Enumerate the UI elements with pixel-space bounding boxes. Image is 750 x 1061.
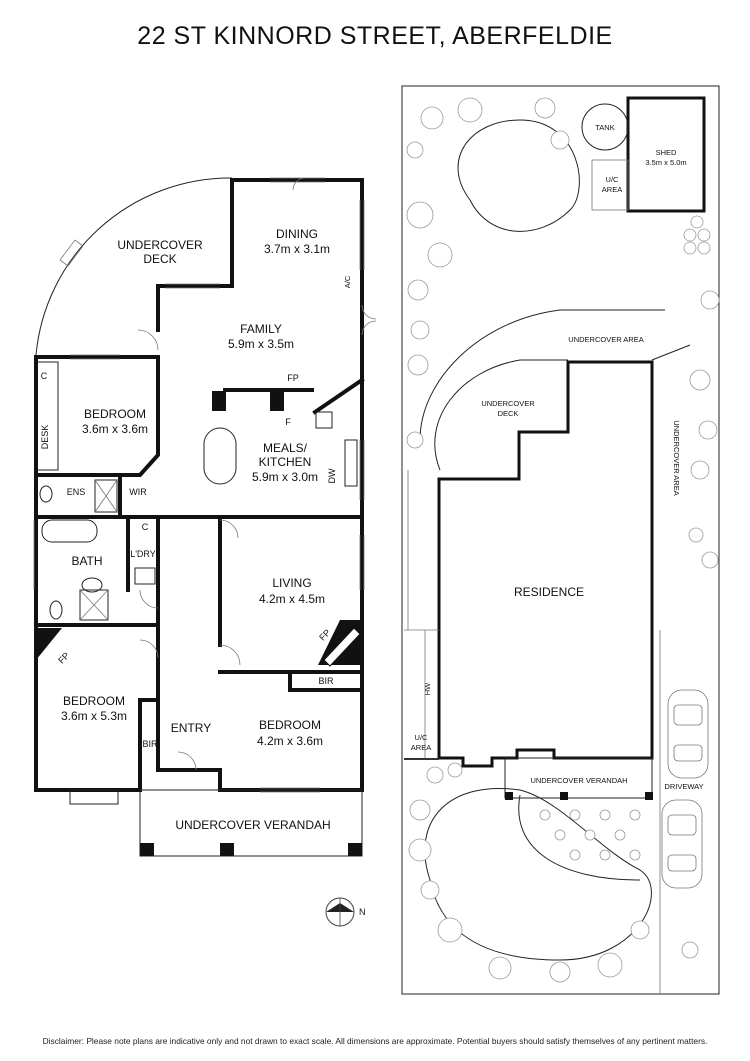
c2-label: C [142,522,149,532]
garden-top-bed [457,119,580,232]
shed [626,96,706,213]
ac-wall [312,377,365,415]
bedroom1-dimensions: 3.6m x 3.6m [82,422,148,436]
living-dimensions: 4.2m x 4.5m [259,592,325,606]
uc-area-bottom-label-1: U/C [415,733,429,742]
toilet-bath [49,600,63,620]
bir-wall [288,670,364,692]
verandah-outline [139,789,363,857]
residence-footprint [437,360,654,768]
tank-label: TANK [595,123,614,132]
floor-plan-labels: UNDERCOVER DECK DINING 3.7m x 3.1m FAMIL… [40,227,352,832]
undercover-deck-label-2: DECK [143,252,176,266]
bedroom2-label: BEDROOM [63,694,125,708]
bathtub [41,519,98,543]
entry-label: ENTRY [171,721,211,735]
verandah-post-1 [140,843,154,856]
bedroom3-label: BEDROOM [259,718,321,732]
ldry-label: L'DRY [130,549,156,559]
c1-label: C [41,371,48,381]
hw-label: HW [423,682,432,695]
windows [33,177,365,793]
undercover-deck-label-1: UNDERCOVER [481,399,535,408]
path-curve [518,794,641,881]
bath-shower [79,589,109,621]
garden-shrubs [406,97,720,983]
floor-plan: UNDERCOVER DECK DINING 3.7m x 3.1m FAMIL… [33,177,377,927]
bedroom2-dimensions: 3.6m x 5.3m [61,709,127,723]
bay-window [69,789,119,805]
undercover-verandah-label: UNDERCOVER VERANDAH [530,776,627,785]
garden-bottom-bed [424,788,652,961]
uc-area-top-label-2: AREA [602,185,622,194]
wir-label: WIR [129,487,147,497]
f-label: F [285,417,291,427]
cooktop [315,411,333,429]
bath-label: BATH [71,554,102,568]
desk-unit [38,361,59,471]
fp-bedroom-label: FP [56,650,71,665]
kitchen-dimensions: 5.9m x 3.0m [252,470,318,484]
deck-arc [35,177,233,356]
bir2-label: BIR [142,739,158,749]
kitchen-label: KITCHEN [259,455,312,469]
bir1-label: BIR [318,676,334,686]
kitchen-island [203,427,237,485]
compass-north-label: N [359,907,366,917]
shed-label: SHED [656,148,677,157]
site-plan: TANK SHED 3.5m x 5.0m U/C AREA UNDERCOVE… [401,85,720,995]
bedroom1-south-wall [36,355,160,477]
fireplace-family-left [212,391,226,411]
undercover-area-curve [419,309,665,441]
dining-north-wall [156,178,234,332]
site-plan-labels: TANK SHED 3.5m x 5.0m U/C AREA UNDERCOVE… [411,123,704,791]
bedroom1-label: BEDROOM [84,407,146,421]
bedroom3-dimensions: 4.2m x 3.6m [257,734,323,748]
undercover-area-top-label: UNDERCOVER AREA [568,335,643,344]
verandah-post-3 [348,843,362,856]
kitchen-sink [344,439,358,487]
compass-icon [325,897,355,927]
driveway-cars [659,630,709,994]
verandah-label: UNDERCOVER VERANDAH [175,818,330,832]
family-label: FAMILY [240,322,282,336]
living-label: LIVING [272,576,311,590]
fireplace-living-hearth [323,627,361,667]
shed-dimensions: 3.5m x 5.0m [645,158,686,167]
toilet-ens [39,485,53,503]
fireplace-family-right [270,391,284,411]
ens-label: ENS [67,487,86,497]
driveway-label: DRIVEWAY [664,782,703,791]
dw-label: DW [327,468,337,483]
dining-dimensions: 3.7m x 3.1m [264,242,330,256]
laundry-tub [134,567,156,585]
property-address-title: 22 ST KINNORD STREET, ABERFELDIE [137,22,613,50]
ens-shower [94,479,118,513]
undercover-deck-label-1: UNDERCOVER [117,238,203,252]
meals-label: MEALS/ [263,441,308,455]
verandah-post-2 [220,843,234,856]
door-swings [137,177,377,771]
uc-area-top-label-1: U/C [606,175,620,184]
disclaimer-text: Disclaimer: Please note plans are indica… [42,1036,708,1046]
uc-area-bottom-label-2: AREA [411,743,431,752]
water-tank [581,103,629,151]
fp-family-label: FP [287,373,299,383]
east-outer-wall [230,178,364,792]
deck-curve [434,344,691,471]
undercover-area-side-label: UNDERCOVER AREA [672,420,681,495]
deck-door [59,239,84,267]
bath-basin [81,577,103,593]
fireplace-bedroom [36,628,62,660]
desk-label: DESK [40,425,50,450]
ac-label: A/C [343,275,352,288]
uc-area-top [591,159,629,211]
site-boundary [401,85,720,995]
undercover-deck-label-2: DECK [498,409,519,418]
dining-label: DINING [276,227,318,241]
family-dimensions: 5.9m x 3.5m [228,337,294,351]
residence-verandah [504,757,653,799]
residence-label: RESIDENCE [514,585,584,599]
